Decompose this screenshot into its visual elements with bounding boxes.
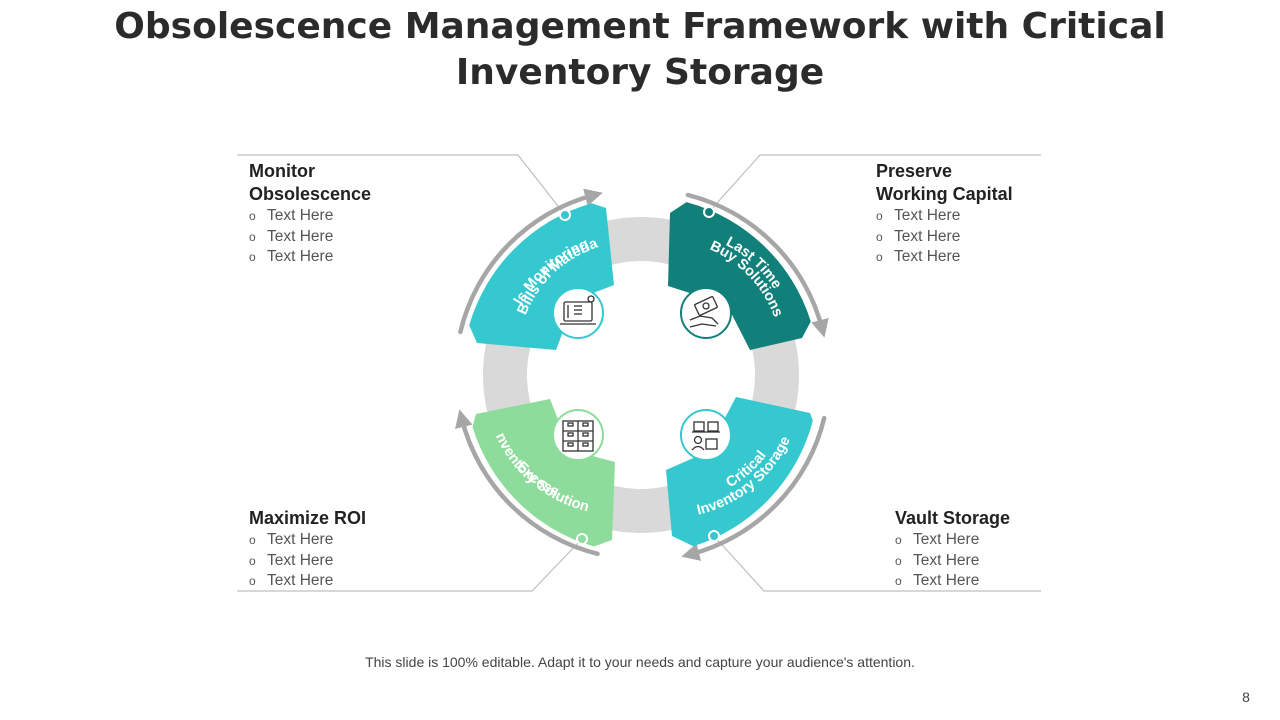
connector-lines: [237, 154, 1041, 592]
center-ring: [483, 217, 799, 533]
segment-bills-of-materials[interactable]: [469, 203, 614, 350]
section-heading: Monitor Obsolescence: [249, 161, 372, 204]
segment-last-time-buy[interactable]: [668, 202, 811, 350]
money-hand-icon: [680, 287, 732, 339]
connector-line-bottom-right: [713, 535, 1041, 592]
connector-line-bottom-left: [237, 538, 583, 592]
connector-dot-top-right: [703, 206, 715, 218]
connector-dot-bottom-left: [576, 533, 588, 545]
warehouse-worker-icon: [680, 409, 732, 461]
section-heading: Preserve Working Capital: [876, 161, 1013, 204]
cycle-arrow-bottom-left: [455, 409, 600, 557]
connector-line-top-right: [708, 154, 1041, 213]
segment-excess-inventory[interactable]: [472, 399, 616, 547]
connector-line-top-left: [237, 154, 566, 216]
cycle-arrow-top-left: [458, 188, 603, 335]
section-heading: Maximize ROI: [249, 508, 367, 528]
boxes-grid-icon: [552, 409, 604, 461]
segment-critical-inventory-storage[interactable]: [666, 397, 813, 547]
footer-note: This slide is 100% editable. Adapt it to…: [365, 654, 915, 670]
cycle-arrows: [455, 188, 829, 561]
section-heading: Vault Storage: [895, 508, 1011, 528]
connector-dot-bottom-right: [708, 530, 720, 542]
cycle-arrow-bottom-right: [681, 415, 827, 561]
page-number: 8: [1242, 689, 1250, 705]
slide-title: Obsolescence Management Framework with C…: [0, 4, 1280, 96]
connector-dot-top-left: [559, 209, 571, 221]
slide-title-line-1: Obsolescence Management Framework with C…: [114, 6, 1166, 47]
cycle-arrow-top-right: [685, 192, 829, 338]
slide-title-line-2: Inventory Storage: [455, 52, 825, 93]
computer-icon: [552, 287, 604, 339]
